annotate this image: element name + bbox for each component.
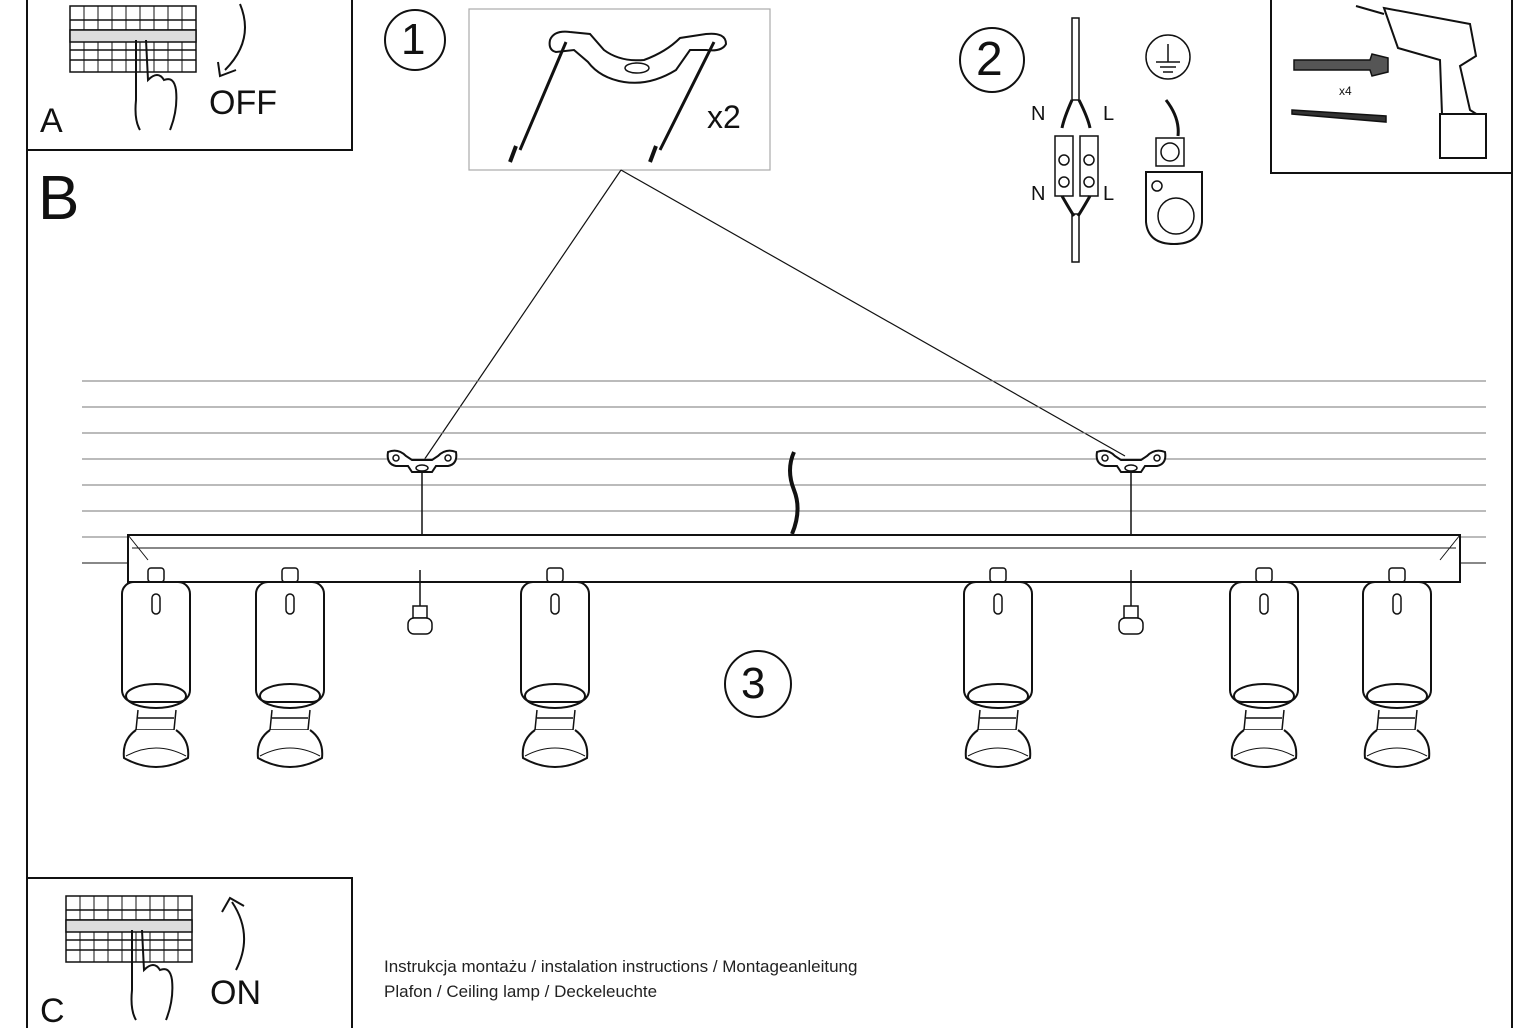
- step1-mounting-bracket: [384, 8, 771, 171]
- spotlight: [1362, 567, 1432, 768]
- step1-circle: [384, 9, 446, 71]
- caption-line-1: Instrukcja montażu / instalation instruc…: [384, 957, 858, 976]
- tools-quantity: x4: [1339, 84, 1352, 98]
- lamp-bar: [127, 534, 1461, 583]
- neutral-top-label: N: [1031, 103, 1046, 125]
- ground-symbol-icon: [1145, 34, 1191, 80]
- step2-wiring: [959, 17, 1203, 263]
- live-bottom-label: L: [1103, 183, 1115, 205]
- panel-c-letter: C: [40, 992, 65, 1030]
- power-cable: [788, 451, 800, 535]
- panel-b-letter: B: [38, 164, 80, 233]
- live-top-label: L: [1103, 103, 1115, 125]
- step1-number: 1: [401, 15, 426, 64]
- spotlight: [1229, 567, 1299, 768]
- mounting-bracket: [1095, 449, 1167, 473]
- arrow-up-icon: [221, 896, 246, 971]
- arrow-down-icon: [217, 3, 246, 78]
- panel-c-switch-on: [26, 877, 353, 1028]
- off-label: OFF: [209, 84, 277, 122]
- panel-a-switch-off: [26, 0, 353, 151]
- leader-line: [620, 169, 1126, 457]
- step1-quantity: x2: [707, 99, 741, 135]
- step3-circle: [724, 650, 792, 718]
- step3-number: 3: [741, 659, 766, 708]
- spotlight: [963, 567, 1033, 768]
- leader-line: [423, 169, 622, 461]
- mounting-bracket: [386, 449, 458, 473]
- caption-line-2: Plafon / Ceiling lamp / Deckeleuchte: [384, 982, 658, 1001]
- tools-panel: [1270, 0, 1513, 174]
- spotlight: [121, 567, 191, 768]
- panel-a-letter: A: [40, 102, 63, 140]
- step2-number: 2: [976, 33, 1003, 86]
- drill-icon: [1355, 5, 1487, 159]
- screw-icon: [1291, 109, 1387, 123]
- spotlight: [255, 567, 325, 768]
- on-label: ON: [210, 974, 261, 1012]
- wall-plug-icon: [1293, 53, 1389, 77]
- neutral-bottom-label: N: [1031, 183, 1046, 205]
- spotlight: [520, 567, 590, 768]
